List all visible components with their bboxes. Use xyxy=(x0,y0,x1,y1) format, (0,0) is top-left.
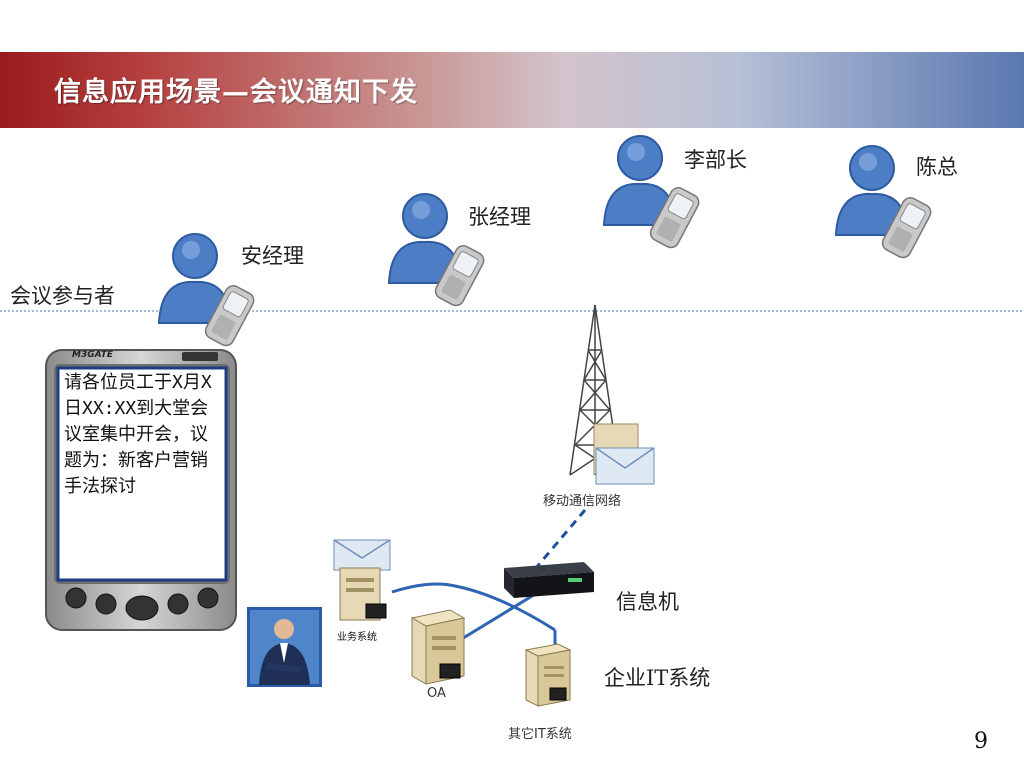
oa-server-icon xyxy=(410,609,466,685)
other-it-label: 其它IT系统 xyxy=(508,727,572,742)
person-li-icon xyxy=(602,135,700,249)
person-zhang-icon xyxy=(387,193,485,307)
person-chen-label: 陈总 xyxy=(916,155,958,179)
business-system-server-icon xyxy=(333,539,391,621)
pda-device xyxy=(45,349,237,631)
participants-label: 会议参与者 xyxy=(10,284,115,308)
oa-label: OA xyxy=(427,686,446,701)
business-system-label: 业务系统 xyxy=(337,632,377,643)
person-li-label: 李部长 xyxy=(684,148,747,172)
participants-separator xyxy=(0,310,1024,312)
person-an-label: 安经理 xyxy=(241,244,304,268)
gateway-label: 信息机 xyxy=(616,590,679,614)
pda-message: 请各位员工于X月X日XX:XX到大堂会议室集中开会，议题为：新客户营销手法探讨 xyxy=(64,372,212,497)
slide-title: 信息应用场景—会议通知下发 xyxy=(54,77,418,108)
enterprise-it-label: 企业IT系统 xyxy=(604,666,711,690)
person-zhang-label: 张经理 xyxy=(468,205,531,229)
mobile-network-server-icon xyxy=(593,423,655,485)
mobile-network-label: 移动通信网络 xyxy=(543,494,622,509)
person-chen-icon xyxy=(834,145,932,259)
title-banner: 信息应用场景—会议通知下发 xyxy=(0,52,1024,128)
businessman-photo xyxy=(247,607,322,687)
pda-brand: M3GATE xyxy=(72,350,113,360)
other-it-server-icon xyxy=(524,643,572,707)
page-number: 9 xyxy=(974,729,988,754)
sms-gateway-icon xyxy=(504,562,594,598)
person-an-icon xyxy=(157,233,255,347)
